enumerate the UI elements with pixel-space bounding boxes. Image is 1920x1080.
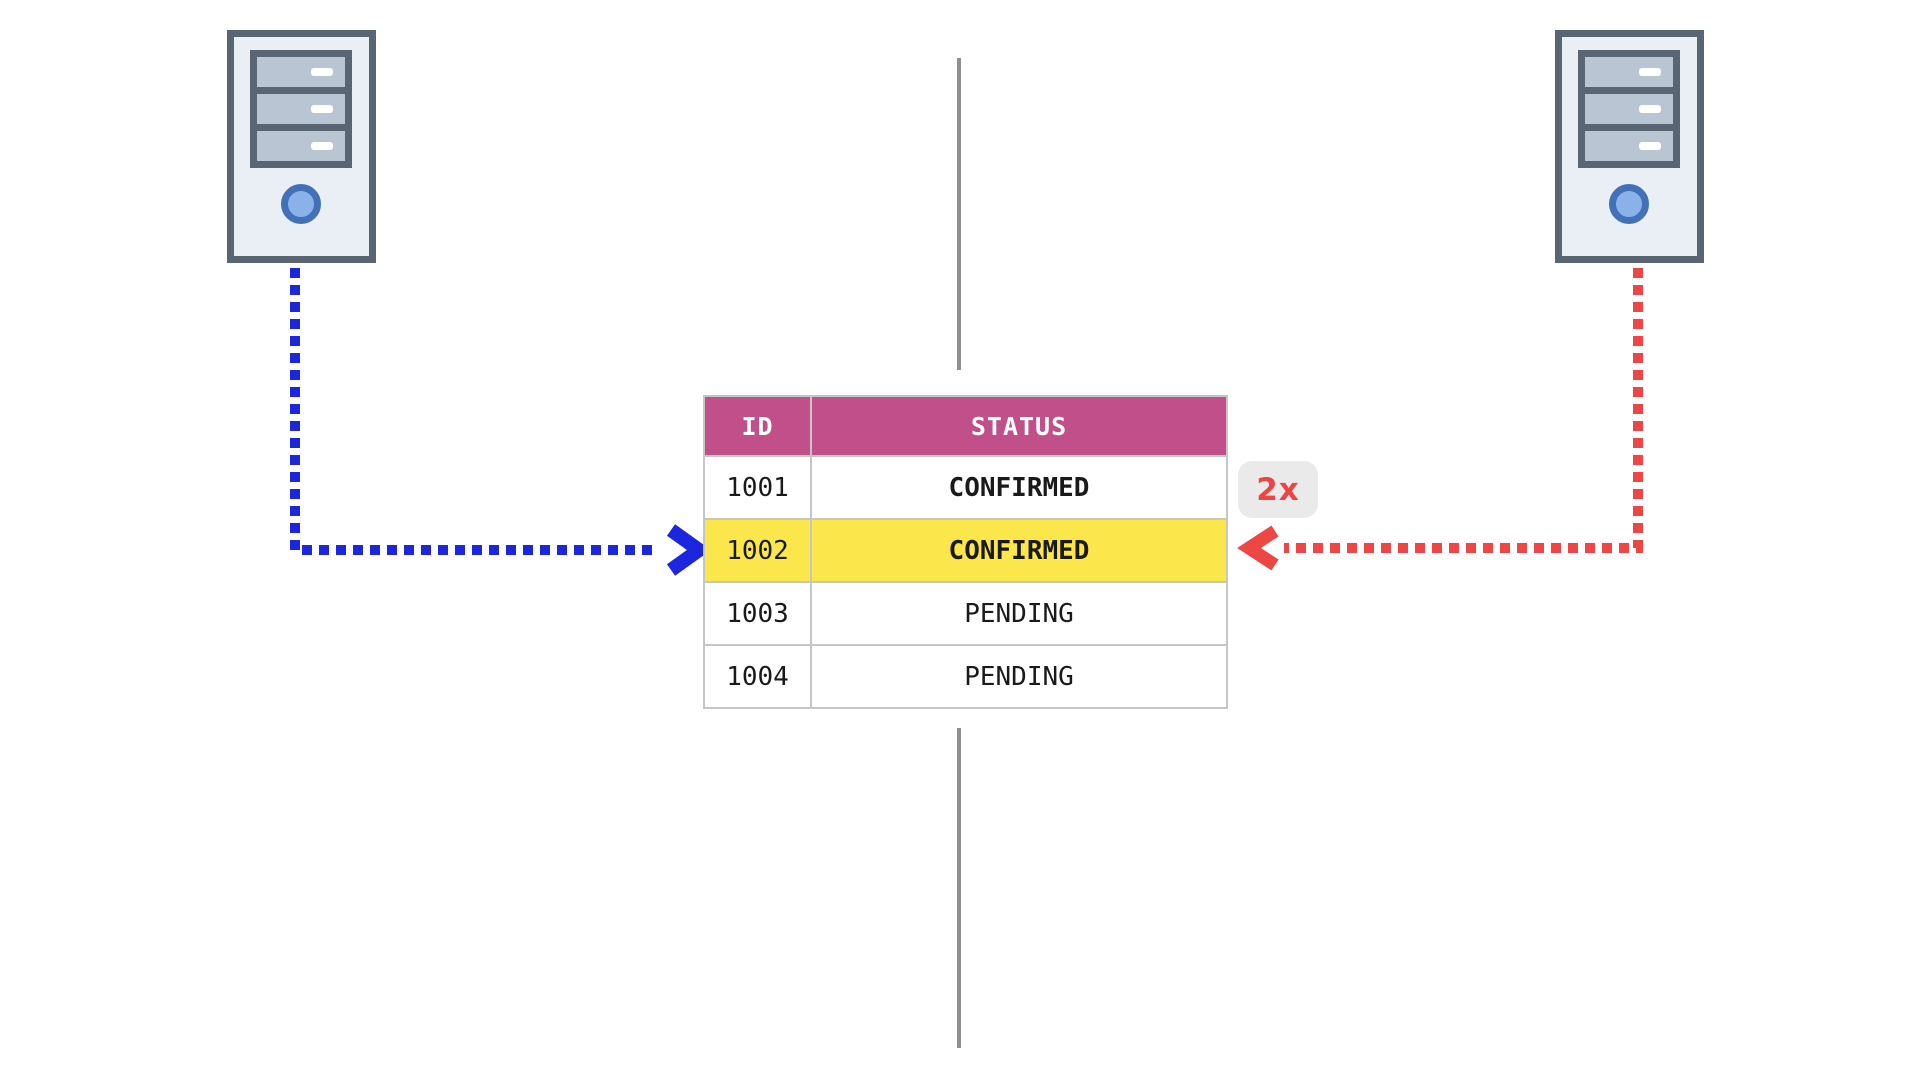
col-header-status: STATUS <box>810 395 1228 457</box>
status-table: ID STATUS 1001 CONFIRMED 1002 CONFIRMED … <box>703 395 1228 709</box>
status-cell: PENDING <box>810 644 1228 709</box>
id-cell: 1001 <box>703 455 812 520</box>
table-header-row: ID STATUS <box>703 395 1228 457</box>
blue-dotted-arrow <box>290 268 712 576</box>
id-cell: 1002 <box>703 518 812 583</box>
table-row-highlighted: 1002 CONFIRMED <box>703 518 1228 583</box>
timeline-divider-top <box>957 58 961 370</box>
id-cell: 1004 <box>703 644 812 709</box>
server-left-icon <box>227 30 376 263</box>
red-dotted-arrow <box>1237 268 1643 571</box>
table-row: 1001 CONFIRMED <box>703 455 1228 520</box>
status-cell: PENDING <box>810 581 1228 646</box>
timeline-divider-bottom <box>957 728 961 1048</box>
server-right-icon <box>1555 30 1704 263</box>
id-cell: 1003 <box>703 581 812 646</box>
status-cell: CONFIRMED <box>810 455 1228 520</box>
table-row: 1004 PENDING <box>703 644 1228 709</box>
multiplier-badge: 2x <box>1238 461 1318 518</box>
status-cell: CONFIRMED <box>810 518 1228 583</box>
col-header-id: ID <box>703 395 812 457</box>
table-row: 1003 PENDING <box>703 581 1228 646</box>
multiplier-badge-label: 2x <box>1256 471 1300 508</box>
